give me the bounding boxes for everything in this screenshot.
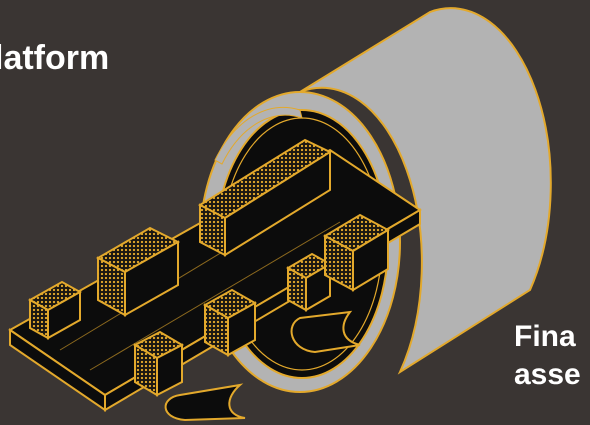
component-front-2 — [205, 290, 255, 355]
label-platform: latform — [0, 40, 109, 77]
label-final-assembly-line1: Fina — [514, 318, 581, 356]
label-final-assembly-line2: asse — [514, 356, 581, 394]
label-final-assembly: Fina asse — [514, 318, 581, 394]
component-front-1 — [135, 332, 182, 395]
